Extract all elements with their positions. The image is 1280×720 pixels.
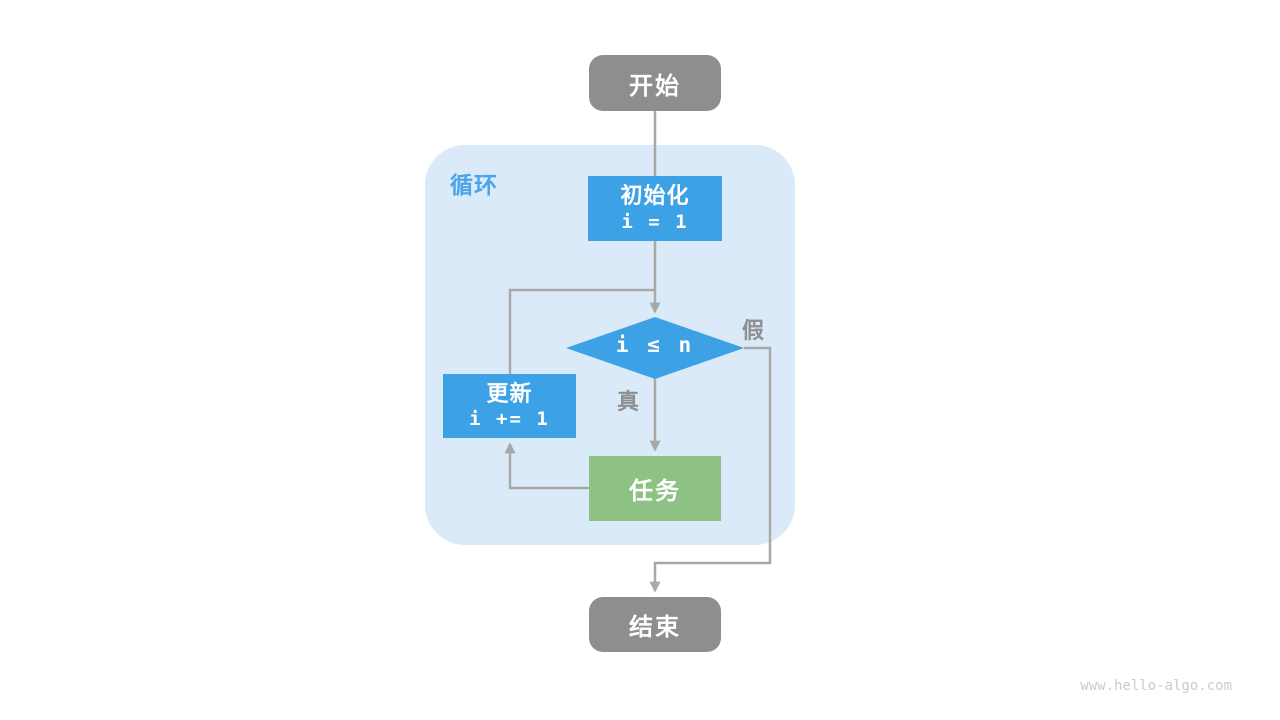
init-node-code: i = 1 [621, 210, 689, 233]
true-branch-label: 真 [616, 389, 640, 414]
loop-region-label: 循环 [450, 172, 498, 198]
start-node-label: 开始 [629, 72, 681, 100]
edge-task-to-update [504, 442, 589, 490]
task-node: 任务 [589, 456, 721, 521]
init-node-title: 初始化 [620, 183, 690, 209]
update-node-code: i += 1 [469, 408, 550, 431]
false-branch-label: 假 [742, 318, 766, 343]
edge-condition-false-to-end [649, 346, 772, 593]
start-node: 开始 [589, 55, 721, 111]
site-watermark: www.hello-algo.com [1080, 678, 1232, 694]
end-node-label: 结束 [629, 614, 681, 641]
condition-diamond [566, 317, 744, 379]
update-node: 更新 i += 1 [443, 374, 576, 438]
update-node-title: 更新 [486, 380, 533, 406]
edge-update-loopback [508, 288, 655, 374]
end-node: 结束 [589, 597, 721, 652]
init-node: 初始化 i = 1 [588, 176, 722, 241]
condition-label: i ≤ n [615, 333, 695, 357]
task-node-label: 任务 [629, 478, 681, 505]
